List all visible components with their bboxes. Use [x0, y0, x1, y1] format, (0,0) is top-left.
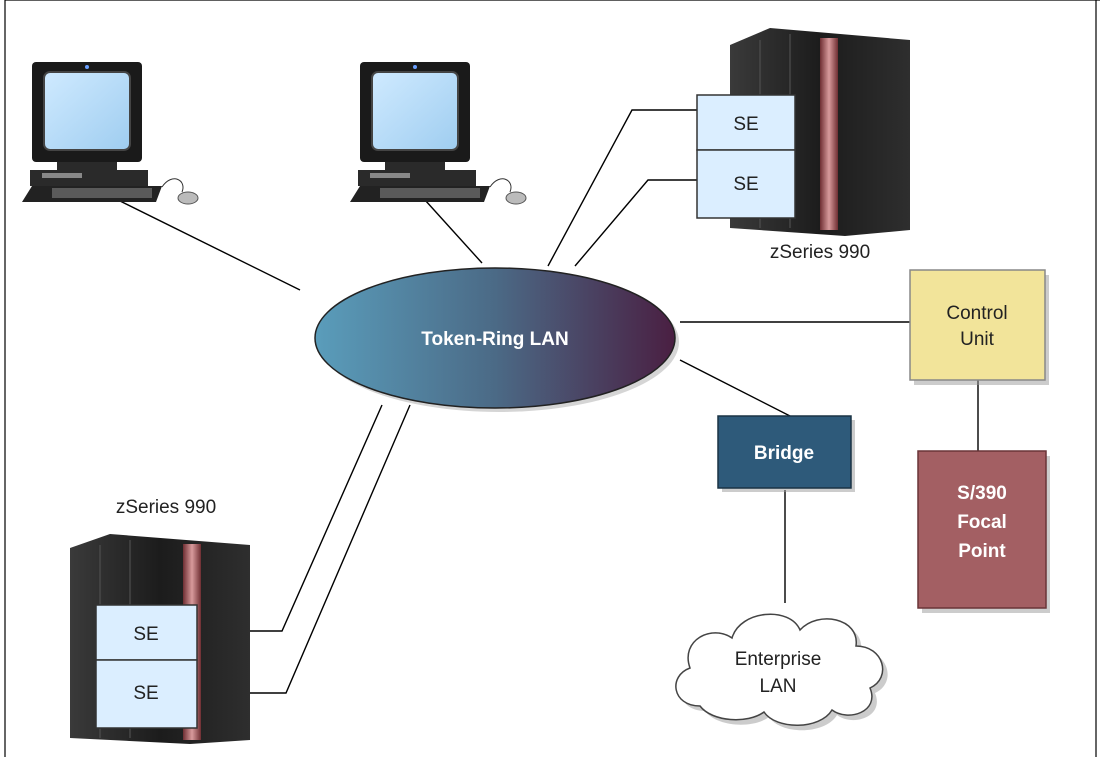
- control-unit-line1: Control: [946, 303, 1007, 324]
- link-workstation-1: [117, 199, 301, 291]
- focal-point[interactable]: S/390 Focal Point: [917, 450, 1050, 613]
- bottom-se2-label: SE: [133, 683, 158, 704]
- top-server: SE SE zSeries 990: [696, 28, 910, 263]
- link-top-se2: [574, 179, 697, 267]
- enterprise-lan[interactable]: Enterprise LAN: [675, 613, 888, 731]
- top-se2-box[interactable]: [696, 149, 796, 219]
- bridge-label: Bridge: [754, 443, 814, 464]
- control-unit-line2: Unit: [960, 329, 995, 350]
- token-ring-lan-ellipse: [314, 267, 676, 409]
- token-ring-lan[interactable]: Token-Ring LAN: [314, 267, 679, 412]
- bottom-se1-label: SE: [133, 624, 158, 645]
- link-top-se1: [547, 109, 697, 267]
- token-ring-lan-label: Token-Ring LAN: [421, 329, 568, 350]
- control-unit[interactable]: Control Unit: [909, 269, 1049, 385]
- top-se1-label: SE: [733, 114, 758, 135]
- bridge-box: [717, 415, 852, 489]
- workstation-2: [350, 62, 527, 205]
- bottom-server-caption: zSeries 990: [116, 497, 216, 518]
- bottom-se1-box[interactable]: [95, 604, 198, 661]
- workstation-1: [22, 62, 199, 205]
- focal-point-line3: Point: [958, 541, 1006, 562]
- link-workstation-2: [424, 199, 483, 264]
- bridge[interactable]: Bridge: [717, 415, 855, 492]
- enterprise-lan-line2: LAN: [760, 676, 797, 697]
- link-bridge: [679, 359, 791, 417]
- top-se2-label: SE: [733, 174, 758, 195]
- top-server-strip: [820, 38, 838, 230]
- bottom-server: zSeries 990 SE SE: [70, 497, 250, 744]
- enterprise-lan-line1: Enterprise: [735, 649, 822, 670]
- bottom-se2-box[interactable]: [95, 659, 198, 729]
- top-server-caption: zSeries 990: [770, 242, 870, 263]
- control-unit-box: [909, 269, 1046, 381]
- enterprise-lan-cloud: [675, 613, 884, 726]
- top-se1-box[interactable]: [696, 94, 796, 151]
- focal-point-box: [917, 450, 1047, 609]
- focal-point-line2: Focal: [957, 512, 1007, 533]
- focal-point-line1: S/390: [957, 483, 1007, 504]
